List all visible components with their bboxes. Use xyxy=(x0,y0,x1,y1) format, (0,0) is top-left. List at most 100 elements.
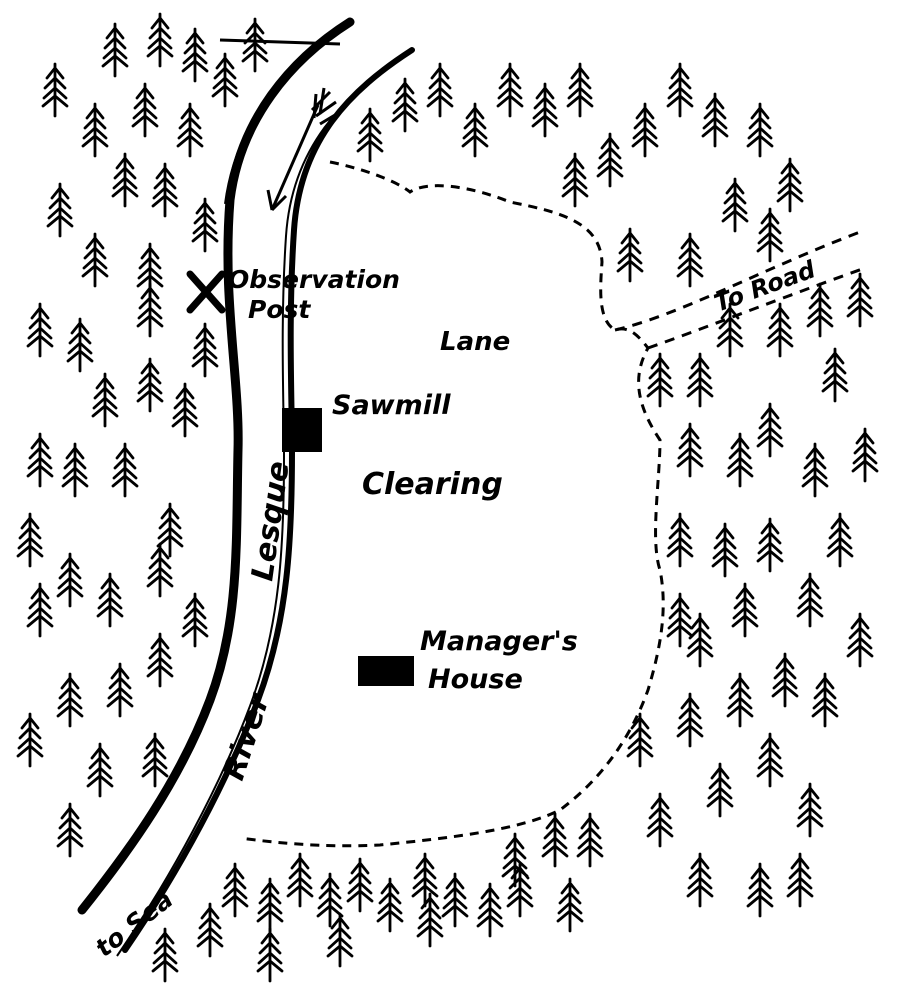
conifer-tree-icon xyxy=(846,612,874,668)
conifer-tree-icon xyxy=(181,592,209,648)
conifer-tree-icon xyxy=(26,582,54,638)
conifer-tree-icon xyxy=(531,82,559,138)
conifer-tree-icon xyxy=(136,282,164,338)
conifer-tree-icon xyxy=(16,712,44,768)
conifer-tree-icon xyxy=(631,102,659,158)
conifer-tree-icon xyxy=(771,652,799,708)
sawmill-label: Sawmill xyxy=(332,390,451,421)
conifer-tree-icon xyxy=(746,862,774,918)
conifer-tree-icon xyxy=(616,227,644,283)
lane-label: Lane xyxy=(440,327,510,357)
conifer-tree-icon xyxy=(461,102,489,158)
conifer-tree-icon xyxy=(81,102,109,158)
conifer-tree-icon xyxy=(596,132,624,188)
conifer-tree-icon xyxy=(191,197,219,253)
conifer-tree-icon xyxy=(196,902,224,958)
conifer-tree-icon xyxy=(151,927,179,983)
conifer-tree-icon xyxy=(706,762,734,818)
conifer-tree-icon xyxy=(356,107,384,163)
observation-post-label-line2: Post xyxy=(248,295,311,324)
conifer-tree-icon xyxy=(256,927,284,983)
conifer-tree-icon xyxy=(766,302,794,358)
conifer-tree-icon xyxy=(241,17,269,73)
flow-arrow-icon xyxy=(266,87,341,212)
conifer-tree-icon xyxy=(181,27,209,83)
conifer-tree-icon xyxy=(256,877,284,933)
conifer-tree-icon xyxy=(731,582,759,638)
conifer-tree-icon xyxy=(26,432,54,488)
conifer-tree-icon xyxy=(441,872,469,928)
conifer-tree-icon xyxy=(56,552,84,608)
conifer-tree-icon xyxy=(811,672,839,728)
conifer-tree-icon xyxy=(846,272,874,328)
conifer-tree-icon xyxy=(286,852,314,908)
conifer-tree-icon xyxy=(151,162,179,218)
conifer-tree-icon xyxy=(556,877,584,933)
conifer-tree-icon xyxy=(851,427,879,483)
conifer-tree-icon xyxy=(721,177,749,233)
sawmill-building xyxy=(282,408,322,452)
clearing-label: Clearing xyxy=(362,467,503,502)
conifer-tree-icon xyxy=(86,742,114,798)
conifer-tree-icon xyxy=(756,517,784,573)
conifer-tree-icon xyxy=(111,442,139,498)
conifer-tree-icon xyxy=(626,712,654,768)
conifer-tree-icon xyxy=(786,852,814,908)
conifer-tree-icon xyxy=(796,572,824,628)
conifer-tree-icon xyxy=(746,102,774,158)
conifer-tree-icon xyxy=(66,317,94,373)
conifer-tree-icon xyxy=(326,912,354,968)
conifer-tree-icon xyxy=(106,662,134,718)
conifer-tree-icon xyxy=(666,512,694,568)
conifer-tree-icon xyxy=(41,62,69,118)
conifer-tree-icon xyxy=(156,502,184,558)
conifer-tree-icon xyxy=(726,432,754,488)
conifer-tree-icon xyxy=(796,782,824,838)
conifer-tree-icon xyxy=(56,672,84,728)
conifer-tree-icon xyxy=(676,232,704,288)
conifer-tree-icon xyxy=(316,872,344,928)
x-mark-icon xyxy=(186,270,226,314)
conifer-tree-icon xyxy=(506,862,534,918)
conifer-tree-icon xyxy=(541,812,569,868)
conifer-tree-icon xyxy=(16,512,44,568)
conifer-tree-icon xyxy=(646,352,674,408)
conifer-tree-icon xyxy=(391,77,419,133)
upstream-pointer-line xyxy=(219,38,341,46)
observation-post-marker xyxy=(186,270,226,314)
conifer-tree-icon xyxy=(726,672,754,728)
conifer-tree-icon xyxy=(131,82,159,138)
conifer-tree-icon xyxy=(136,357,164,413)
conifer-tree-icon xyxy=(676,692,704,748)
conifer-tree-icon xyxy=(666,592,694,648)
conifer-tree-icon xyxy=(476,882,504,938)
clearing-boundary xyxy=(239,160,665,848)
conifer-tree-icon xyxy=(801,442,829,498)
conifer-tree-icon xyxy=(501,832,529,888)
conifer-tree-icon xyxy=(426,62,454,118)
conifer-tree-icon xyxy=(46,182,74,238)
conifer-tree-icon xyxy=(136,242,164,298)
conifer-tree-icon xyxy=(141,732,169,788)
conifer-tree-icon xyxy=(146,632,174,688)
conifer-tree-icon xyxy=(171,382,199,438)
conifer-tree-icon xyxy=(756,402,784,458)
conifer-tree-icon xyxy=(701,92,729,148)
conifer-tree-icon xyxy=(686,352,714,408)
conifer-tree-icon xyxy=(376,877,404,933)
conifer-tree-icon xyxy=(61,442,89,498)
observation-post-label-line1: Observation xyxy=(228,265,400,294)
conifer-tree-icon xyxy=(666,62,694,118)
road-upper-line xyxy=(614,230,861,332)
conifer-tree-icon xyxy=(26,302,54,358)
conifer-tree-icon xyxy=(496,62,524,118)
conifer-tree-icon xyxy=(96,572,124,628)
conifer-tree-icon xyxy=(411,852,439,908)
conifer-tree-icon xyxy=(686,852,714,908)
conifer-tree-icon xyxy=(561,152,589,208)
forest xyxy=(16,12,879,983)
managers-house-label-line2: House xyxy=(428,664,523,695)
conifer-tree-icon xyxy=(821,347,849,403)
